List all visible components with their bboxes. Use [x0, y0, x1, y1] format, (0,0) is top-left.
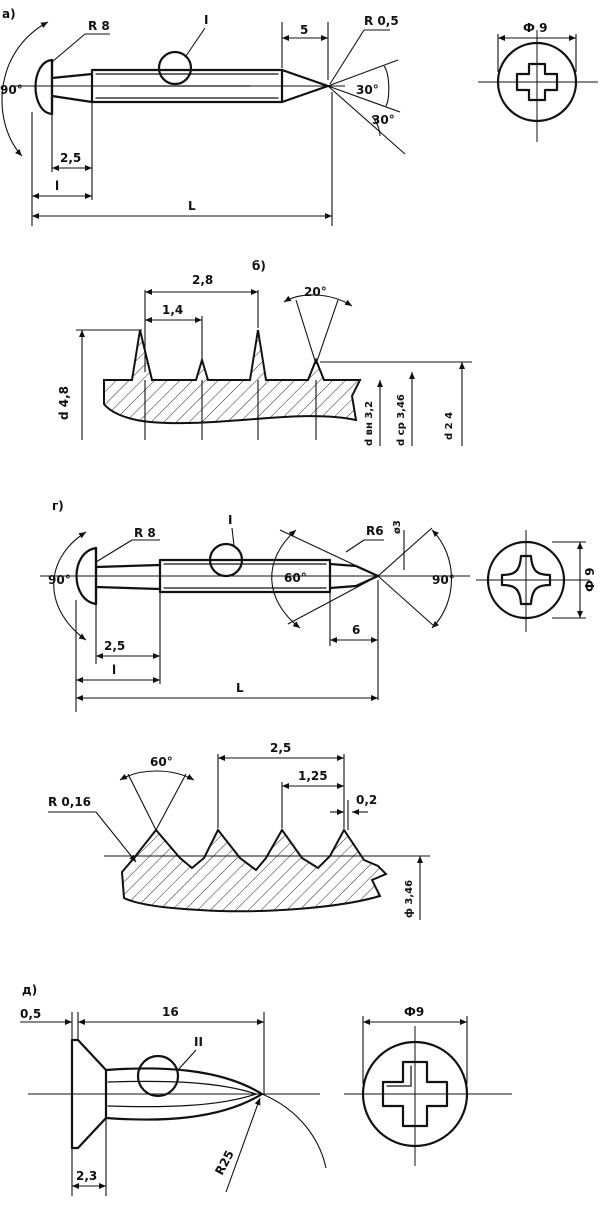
- d-outer-label: d 4,8: [57, 386, 71, 420]
- dim-6-label: 6: [352, 623, 360, 637]
- figure-e-head-top-view: Ф9: [344, 1005, 512, 1166]
- callout-c-label: I: [228, 513, 232, 527]
- figure-e-label: д): [22, 983, 37, 997]
- screw-c-shank: [158, 558, 332, 594]
- angle-30a-label: 30°: [356, 83, 379, 97]
- dim-l-c-label: l: [112, 663, 116, 677]
- angle-90-c-label: 90°: [48, 573, 71, 587]
- dim-25-label: 2,5: [60, 151, 81, 165]
- figure-a-screw-side-view: a) I R 8 90° 5 R 0,5: [0, 7, 406, 226]
- dim-L-c-label: L: [236, 681, 244, 695]
- thread-d-section: [120, 828, 388, 913]
- figure-c-screw-side-view: г) I R 8 90° 60° R6 90° ø3 6: [40, 499, 470, 712]
- phi-9-label: Ф 9: [523, 21, 547, 35]
- figure-e-screw-side-view: д) II 0,5 16 2,3 R25: [20, 983, 327, 1196]
- pitch-25-label: 2,5: [270, 741, 291, 755]
- half-pitch-14-label: 1,4: [162, 303, 183, 317]
- screw-head: [34, 58, 54, 116]
- dim-5-label: 5: [300, 23, 308, 37]
- figure-a-label: a): [2, 7, 16, 21]
- dim-l-label: l: [55, 179, 59, 193]
- d-mid-label: d ср 3,46: [396, 394, 407, 446]
- screw-shank: [90, 68, 284, 104]
- phillips-cross-c-icon: [500, 554, 552, 606]
- d3-label: ø3: [392, 520, 403, 534]
- pitch-28-label: 2,8: [192, 273, 213, 287]
- dim-16-label: 16: [162, 1005, 179, 1019]
- callout-circle-i: [157, 50, 193, 86]
- callout-i-label: I: [204, 13, 208, 27]
- phillips-cross-e-icon: [381, 1060, 449, 1128]
- r6-label: R6: [366, 524, 384, 538]
- dim-L-label: L: [188, 199, 196, 213]
- angle-90-tip-label: 90°: [432, 573, 455, 587]
- d2-label: d 2 4: [444, 412, 455, 440]
- dim-23-label: 2,3: [76, 1169, 97, 1183]
- angle-30b-label: 30°: [372, 113, 395, 127]
- d-inner-label: d вн 3,2: [364, 401, 375, 446]
- phillips-cross-icon: [515, 62, 559, 102]
- figure-c-label: г): [52, 499, 64, 513]
- dim-02-label: 0,2: [356, 793, 377, 807]
- dim-05-label: 0,5: [20, 1007, 41, 1021]
- thread-b-section: [103, 329, 362, 425]
- r8-c-label: R 8: [134, 526, 156, 540]
- figure-d-thread-profile: 60° 2,5 1,25 0,2 R 0,16 ф 3,46: [48, 741, 430, 920]
- phi-9-e-label: Ф9: [404, 1005, 424, 1019]
- r05-label: R 0,5: [364, 14, 399, 28]
- figure-c-head-top-view: Ф 9: [476, 530, 597, 632]
- phi-346-label: ф 3,46: [403, 880, 415, 918]
- screw-c-head: [75, 546, 98, 606]
- r8-label: R 8: [88, 19, 110, 33]
- phi-9-c-label: Ф 9: [583, 568, 597, 592]
- half-pitch-125-label: 1,25: [298, 769, 328, 783]
- callout-circle-ii: [136, 1054, 180, 1098]
- figure-b-label: б): [252, 259, 266, 273]
- figure-a-head-top-view: Ф 9: [478, 21, 598, 142]
- figure-b-thread-profile: б) d 4,8 2,8 1,4 20° d вн 3,2 d ср 3,46 …: [57, 259, 472, 446]
- dim-25-c-label: 2,5: [104, 639, 125, 653]
- angle-60-d-label: 60°: [150, 755, 173, 769]
- r016-label: R 0,16: [48, 795, 91, 809]
- angle-90-label: 90°: [0, 83, 23, 97]
- callout-ii-label: II: [194, 1035, 203, 1049]
- angle-20-label: 20°: [304, 285, 327, 299]
- angle-60-label: 60°: [284, 571, 307, 585]
